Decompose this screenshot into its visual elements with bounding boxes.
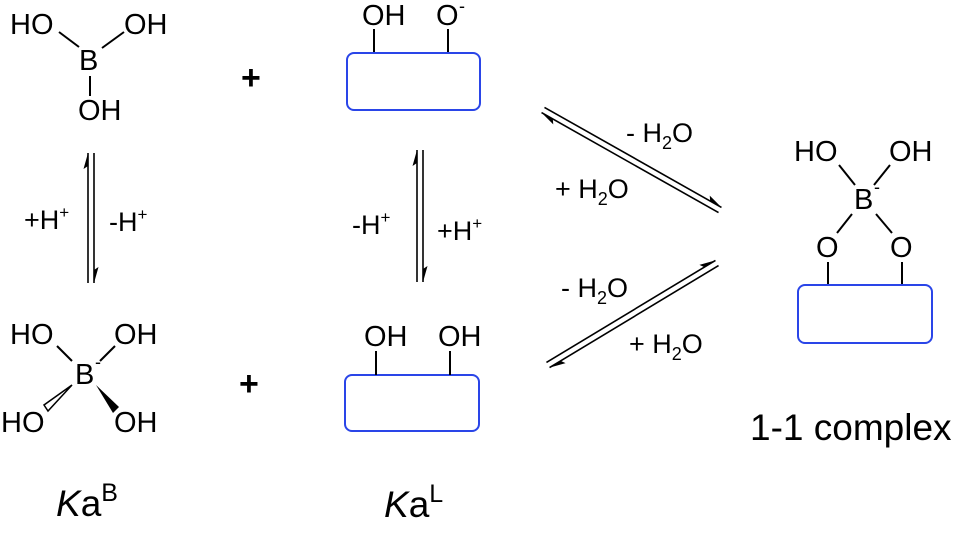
ligand-scaffold-box [797, 284, 933, 344]
hydroxyl-label: HO [10, 9, 54, 41]
hydroxyl-label: OH [438, 321, 482, 353]
deprotonation-label: -H+ [352, 208, 391, 240]
hydroxyl-label: OH [124, 9, 168, 41]
boron-label: B [79, 45, 98, 77]
protonation-label: +H+ [24, 203, 69, 235]
ligand-diol: OH OH [344, 321, 482, 432]
ka-boron-label: KaB [56, 479, 118, 524]
arrow-head [94, 267, 99, 283]
solid-wedge-bond [96, 385, 119, 413]
hydroxyl-label: OH [114, 407, 158, 439]
tetrahedral-borate: HO OH B - HO OH [1, 319, 158, 439]
arrow-head [549, 360, 566, 368]
oxygen-label: O [816, 232, 839, 264]
charge-label: - [459, 0, 465, 16]
arrow-line [541, 111, 719, 214]
arrow-line [549, 264, 719, 369]
plus-sign: + [239, 365, 259, 403]
water-loss-label: - H2O [626, 118, 693, 153]
bond [873, 164, 891, 186]
hydroxyl-label: OH [889, 136, 933, 168]
ka-ligand-label: KaL [384, 480, 443, 525]
water-gain-label: + H2O [629, 329, 703, 364]
boronate-ester-complex: HO OH B - O O [794, 136, 933, 344]
ligand-scaffold-box [344, 374, 480, 432]
arrow-head [709, 195, 722, 208]
hydroxyl-label: OH [114, 319, 158, 351]
water-gain-label: + H2O [555, 174, 629, 209]
bond [56, 345, 73, 362]
bond [99, 345, 116, 362]
arrow-head [83, 153, 88, 169]
oxide-label: O [436, 0, 459, 32]
arrow-line [546, 259, 716, 364]
hashed-wedge-bond [42, 384, 73, 413]
hydroxyl-label: HO [794, 136, 838, 168]
bond [838, 164, 856, 186]
bond [836, 213, 853, 234]
charge-label: - [874, 177, 880, 197]
arrow-line [544, 106, 722, 209]
oxygen-label: O [890, 232, 913, 264]
equilibrium-arrows [83, 106, 722, 369]
deprotonation-label: -H+ [109, 205, 148, 237]
arrow-head [412, 150, 417, 166]
water-loss-label: - H2O [561, 273, 628, 308]
boric-acid: HO OH B OH [10, 9, 168, 127]
ligand-scaffold-box [346, 52, 481, 111]
protonation-label: +H+ [437, 214, 482, 246]
arrow-head [423, 266, 428, 282]
bond [101, 31, 125, 49]
hydroxyl-label: HO [10, 319, 54, 351]
arrow-head [699, 260, 716, 268]
hydroxyl-label: OH [362, 0, 406, 32]
arrow-head [541, 112, 554, 125]
ligand-monoanion: OH O - [346, 0, 481, 111]
hydroxyl-label: OH [78, 95, 122, 127]
hydroxyl-label: OH [364, 321, 408, 353]
plus-sign: + [241, 59, 261, 97]
boron-label: B [854, 184, 873, 216]
boron-label: B [75, 359, 94, 391]
complex-caption: 1-1 complex [750, 407, 952, 448]
hydroxyl-label: HO [1, 407, 45, 439]
bond [875, 213, 893, 234]
bond [58, 31, 80, 48]
charge-label: - [95, 352, 101, 372]
